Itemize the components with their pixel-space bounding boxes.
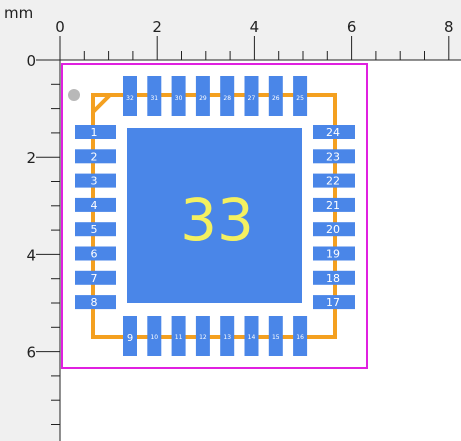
ruler-x-label: 2 [152,18,162,36]
pad-left-label: 2 [91,150,98,163]
courtyard-outline [61,63,368,369]
pad-right-label: 21 [326,199,340,212]
pad-top[interactable] [293,76,308,116]
pad-left[interactable] [75,295,116,310]
pad-right-label: 18 [326,272,340,285]
pad-right-label: 22 [326,175,340,188]
ruler-y-label: 0 [26,52,36,70]
pad-left-label: 4 [91,199,98,212]
pad-bottom-label: 11 [175,334,183,341]
pad-right[interactable] [313,246,355,261]
ruler-x-label: 0 [55,18,65,36]
vertical-ruler[interactable]: 0 2 4 6 [26,52,61,441]
pad-top-label: 25 [296,95,304,102]
pad-top-label: 32 [126,95,134,102]
pad-right[interactable] [313,295,355,310]
pad-left[interactable] [75,246,116,261]
ruler-x-label: 6 [347,18,357,36]
pad-top[interactable] [195,76,210,116]
pad-bottom-label: 13 [223,334,231,341]
pad-top[interactable] [268,76,283,116]
pad-left-label: 3 [91,175,98,188]
ruler-x-label: 8 [444,18,454,36]
ruler-y-label: 6 [26,344,36,362]
pad-left[interactable] [75,270,116,285]
pad-right-label: 17 [326,296,340,309]
pad-bottom[interactable] [195,316,210,356]
pad-bottom[interactable] [244,316,259,356]
pad-bottom-label: 14 [248,334,256,341]
pad-left[interactable] [75,173,116,188]
pad-bottom-label: 9 [127,333,133,344]
pad-top-label: 29 [199,95,207,102]
pin1-chamfer [91,93,112,114]
unit-label: mm [4,4,33,22]
pad-left[interactable] [75,197,116,212]
pad-left-label: 1 [91,126,98,139]
pad-bottom-label: 12 [199,334,207,341]
ruler-y-label: 4 [26,246,36,264]
silkscreen-outline [91,93,337,339]
pad-right-label: 23 [326,150,340,163]
pad-bottom-label: 15 [272,334,280,341]
pad-right[interactable] [313,270,355,285]
pad-left-label: 5 [91,223,98,236]
pad-left-label: 7 [91,272,98,285]
pad-right[interactable] [313,222,355,237]
pad-left[interactable] [75,222,116,237]
pad-left-label: 8 [91,296,98,309]
pin1-marker-dot [68,89,80,101]
pad-top-label: 30 [175,95,183,102]
pad-left[interactable] [75,149,116,164]
pad-left-label: 6 [91,248,98,261]
pad-top-label: 26 [272,95,280,102]
pad-right-label: 20 [326,223,340,236]
pad-bottom[interactable] [147,316,162,356]
pad-top[interactable] [123,76,137,116]
ruler-y-label: 2 [26,149,36,167]
pad-top[interactable] [220,76,235,116]
pad-bottom-label: 10 [150,334,158,341]
pad-bottom[interactable] [123,316,137,356]
center-pad[interactable] [127,128,302,303]
pad-bottom[interactable] [220,316,235,356]
pad-right[interactable] [313,125,355,139]
pad-left[interactable] [75,125,116,139]
pad-bottom[interactable] [293,316,308,356]
pad-bottom[interactable] [268,316,283,356]
pad-top[interactable] [171,76,186,116]
center-pad-label: 33 [180,186,254,254]
pad-top[interactable] [244,76,259,116]
pad-bottom-label: 16 [296,334,304,341]
pad-right[interactable] [313,197,355,212]
pad-right[interactable] [313,173,355,188]
pad-top[interactable] [147,76,162,116]
pad-top-label: 31 [150,95,158,102]
horizontal-ruler[interactable]: 0 2 4 6 8 [55,18,461,61]
ruler-x-label: 4 [250,18,260,36]
pad-top-label: 28 [223,95,231,102]
pad-right[interactable] [313,149,355,164]
pad-right-label: 19 [326,248,340,261]
pad-bottom[interactable] [171,316,186,356]
pad-right-label: 24 [326,126,340,139]
pad-top-label: 27 [248,95,256,102]
